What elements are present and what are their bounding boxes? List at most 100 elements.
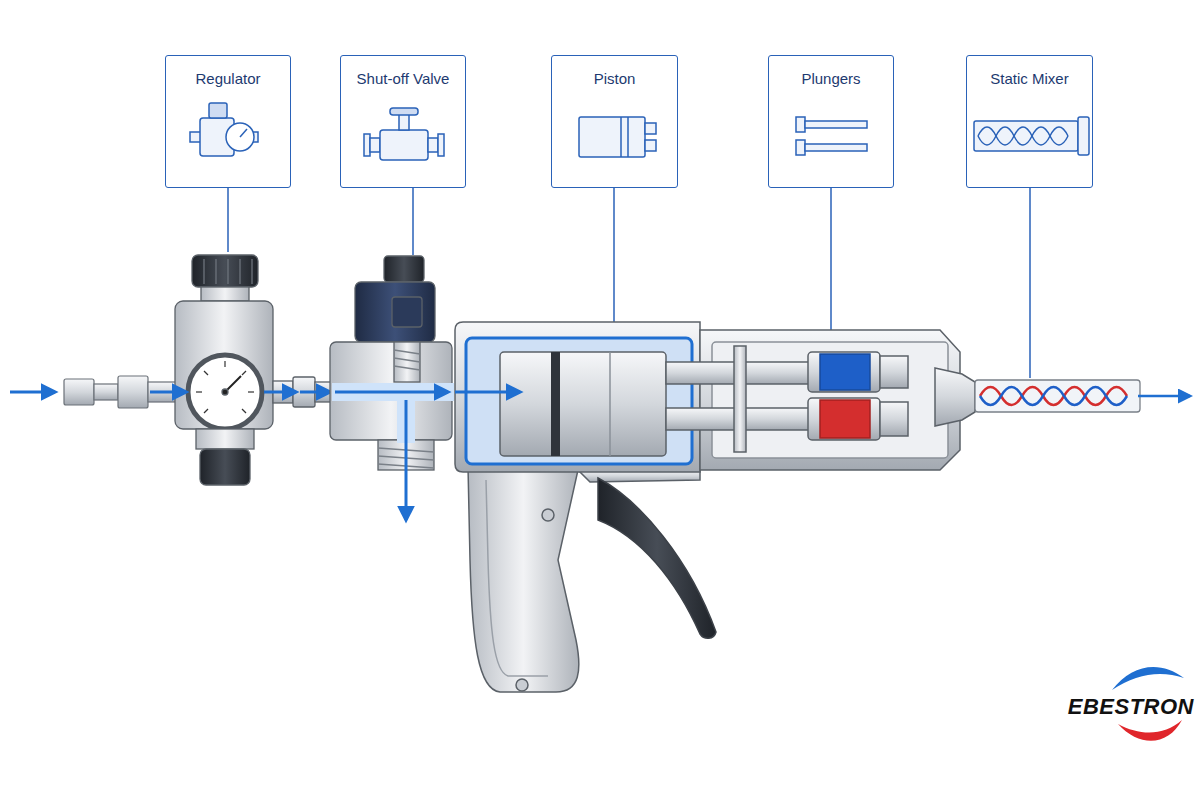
air-cylinder	[609, 352, 611, 456]
part-name: Shut-off Valve	[341, 70, 465, 88]
mixer-icon	[1078, 117, 1089, 155]
plunger-housing	[808, 398, 880, 440]
gun-handle	[516, 679, 528, 691]
air-flow-arrow	[264, 391, 296, 394]
plunger-housing	[700, 330, 960, 470]
regulator-body	[248, 391, 254, 392]
regulator-icon	[190, 103, 258, 156]
air-cylinder	[466, 338, 692, 464]
plungers-icon	[796, 140, 805, 155]
part-name: Static Mixer	[967, 70, 1092, 88]
air-flow-arrow	[150, 391, 330, 394]
piston-icon	[627, 117, 629, 157]
regulator-body	[196, 391, 202, 392]
shut-off-valve-body	[394, 358, 420, 362]
shut-off-valve-body	[394, 350, 420, 354]
gun-trigger	[598, 478, 716, 638]
piston-icon	[645, 140, 656, 151]
regulator-body	[224, 361, 225, 367]
regulator-body	[192, 255, 258, 287]
air-cylinder	[551, 352, 560, 456]
regulator-icon	[240, 129, 247, 137]
part-box: Piston	[551, 55, 678, 188]
valve-icon	[399, 114, 409, 130]
shut-off-valve-body	[330, 256, 452, 470]
regulator-body	[222, 389, 228, 395]
part-box: Static Mixer	[966, 55, 1093, 188]
valve-icon	[428, 138, 438, 152]
shut-off-valve-body	[394, 366, 420, 370]
air-channel	[332, 383, 454, 443]
inlet-arrow	[10, 392, 55, 393]
inlet-fitting	[94, 384, 118, 400]
plunger-housing	[935, 368, 975, 426]
inlet-arrow	[10, 391, 55, 394]
part-box: Shut-off Valve	[340, 55, 466, 188]
plungers-icon	[796, 117, 867, 155]
shut-off-valve-body	[394, 350, 420, 370]
shut-off-valve-body	[330, 342, 452, 440]
shut-off-valve-body	[384, 256, 424, 282]
shut-off-valve-body	[392, 297, 422, 327]
regulator-body	[227, 259, 228, 284]
shut-off-valve-body	[355, 282, 435, 342]
regulator-body	[204, 409, 208, 413]
air-cylinder	[455, 322, 700, 472]
air-flow-arrow	[405, 400, 408, 520]
gun-trigger	[598, 478, 716, 638]
logo-mark	[1112, 667, 1184, 690]
piston-icon	[579, 117, 656, 157]
plunger-housing	[808, 352, 880, 392]
plungers-icon	[805, 121, 867, 128]
regulator-body	[242, 371, 246, 375]
gun-handle	[542, 509, 554, 521]
plunger-housing	[880, 402, 908, 436]
mixer-icon	[978, 127, 1068, 145]
air-flow-arrow	[335, 391, 448, 394]
piston-icon	[579, 117, 645, 157]
regulator-body	[251, 259, 252, 284]
plunger-housing	[666, 330, 975, 470]
outlet-arrow	[1138, 396, 1190, 397]
valve-icon	[380, 130, 428, 160]
regulator-icon	[226, 123, 254, 151]
valve-icon	[370, 138, 380, 152]
valve-icon	[364, 134, 370, 156]
shut-off-valve-body	[394, 342, 420, 382]
static-mixer-tube	[975, 380, 1140, 412]
air-flow-arrow	[455, 391, 520, 394]
plunger-housing	[820, 354, 870, 390]
mixer-icon	[974, 117, 1089, 155]
static-mixer-tube	[980, 387, 1127, 405]
regulator-body	[175, 255, 331, 485]
plungers-icon	[796, 117, 805, 132]
air-flow-arrow	[455, 391, 520, 394]
valve-icon	[364, 108, 444, 160]
leader-line	[412, 188, 414, 255]
air-flow-arrow	[335, 392, 448, 520]
air-flow-arrow	[150, 391, 186, 394]
mixer-icon	[974, 121, 1078, 151]
leader-line	[613, 188, 615, 335]
air-cylinder	[500, 352, 666, 456]
gun-handle	[468, 466, 579, 692]
air-cylinder	[455, 322, 700, 472]
logo-mark	[1118, 720, 1182, 741]
part-name: Piston	[552, 70, 677, 88]
valve-icon	[438, 134, 444, 156]
leader-line	[227, 188, 229, 252]
plunger-housing	[734, 346, 746, 452]
inlet-fitting	[64, 379, 94, 405]
part-box: Regulator	[165, 55, 291, 188]
mixer-icon	[978, 127, 1068, 145]
regulator-body	[200, 449, 250, 485]
regulator-body	[188, 355, 262, 429]
inlet-fitting	[118, 376, 148, 408]
regulator-body	[196, 361, 254, 413]
regulator-body	[196, 429, 254, 449]
static-mixer-tube	[975, 380, 1140, 412]
outlet-arrow	[1138, 395, 1190, 398]
